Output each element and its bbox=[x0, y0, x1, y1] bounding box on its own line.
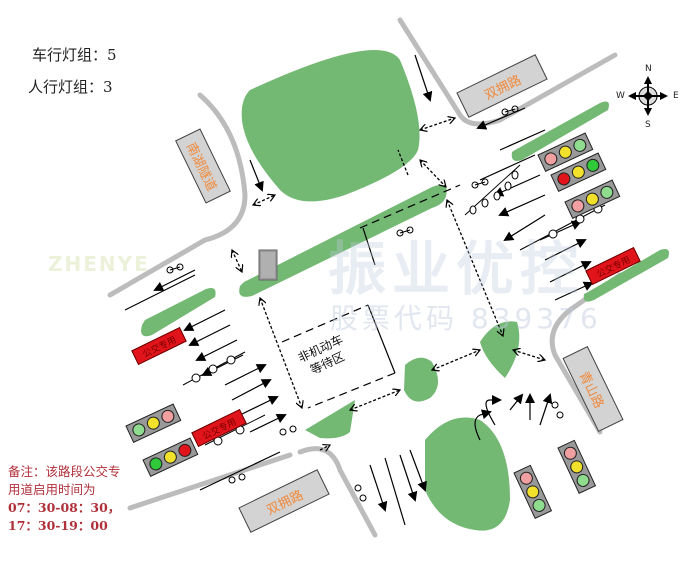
note-line1: 备注：该路段公交专 bbox=[8, 464, 121, 479]
islands bbox=[141, 50, 669, 531]
compass-north: N bbox=[645, 64, 652, 74]
signal-heads bbox=[125, 132, 621, 519]
bicycle-icons bbox=[166, 105, 564, 502]
watermark-stock: 股票代码 839376 bbox=[330, 302, 602, 335]
signal-cabinet bbox=[258, 249, 278, 281]
note-line2: 用道启用时间为 bbox=[8, 482, 96, 497]
compass-west: W bbox=[616, 91, 625, 101]
legend-pedestrian-signals: 人行灯组：3 bbox=[28, 78, 113, 96]
waiting-zone-outline bbox=[281, 184, 461, 409]
note-time-morning: 07：30-08：30， bbox=[8, 500, 121, 515]
compass-east: E bbox=[673, 91, 679, 101]
watermark-brand: 振业优控 bbox=[328, 235, 585, 303]
legend-vehicle-signals: 车行灯组：5 bbox=[32, 46, 117, 64]
bus-lane-note: 备注：该路段公交专 用道启用时间为 07：30-08：30， 17：30-19：… bbox=[8, 463, 121, 535]
curbs bbox=[107, 17, 623, 538]
note-time-evening: 17：30-19：00 bbox=[8, 518, 108, 533]
watermark-latin: ZHENYE bbox=[48, 252, 150, 276]
compass-south: S bbox=[645, 120, 651, 130]
compass-rose bbox=[628, 76, 668, 116]
